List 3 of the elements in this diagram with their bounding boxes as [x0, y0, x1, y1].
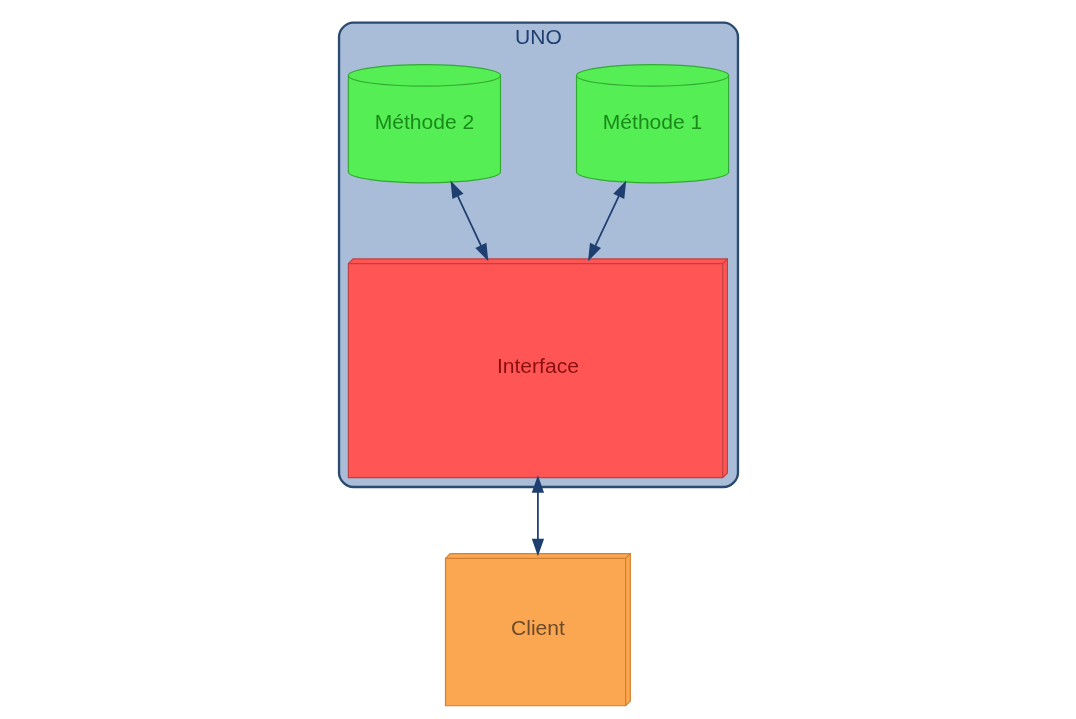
- arrow: [587, 180, 626, 262]
- arrow: [450, 180, 488, 262]
- arrow: [531, 475, 544, 557]
